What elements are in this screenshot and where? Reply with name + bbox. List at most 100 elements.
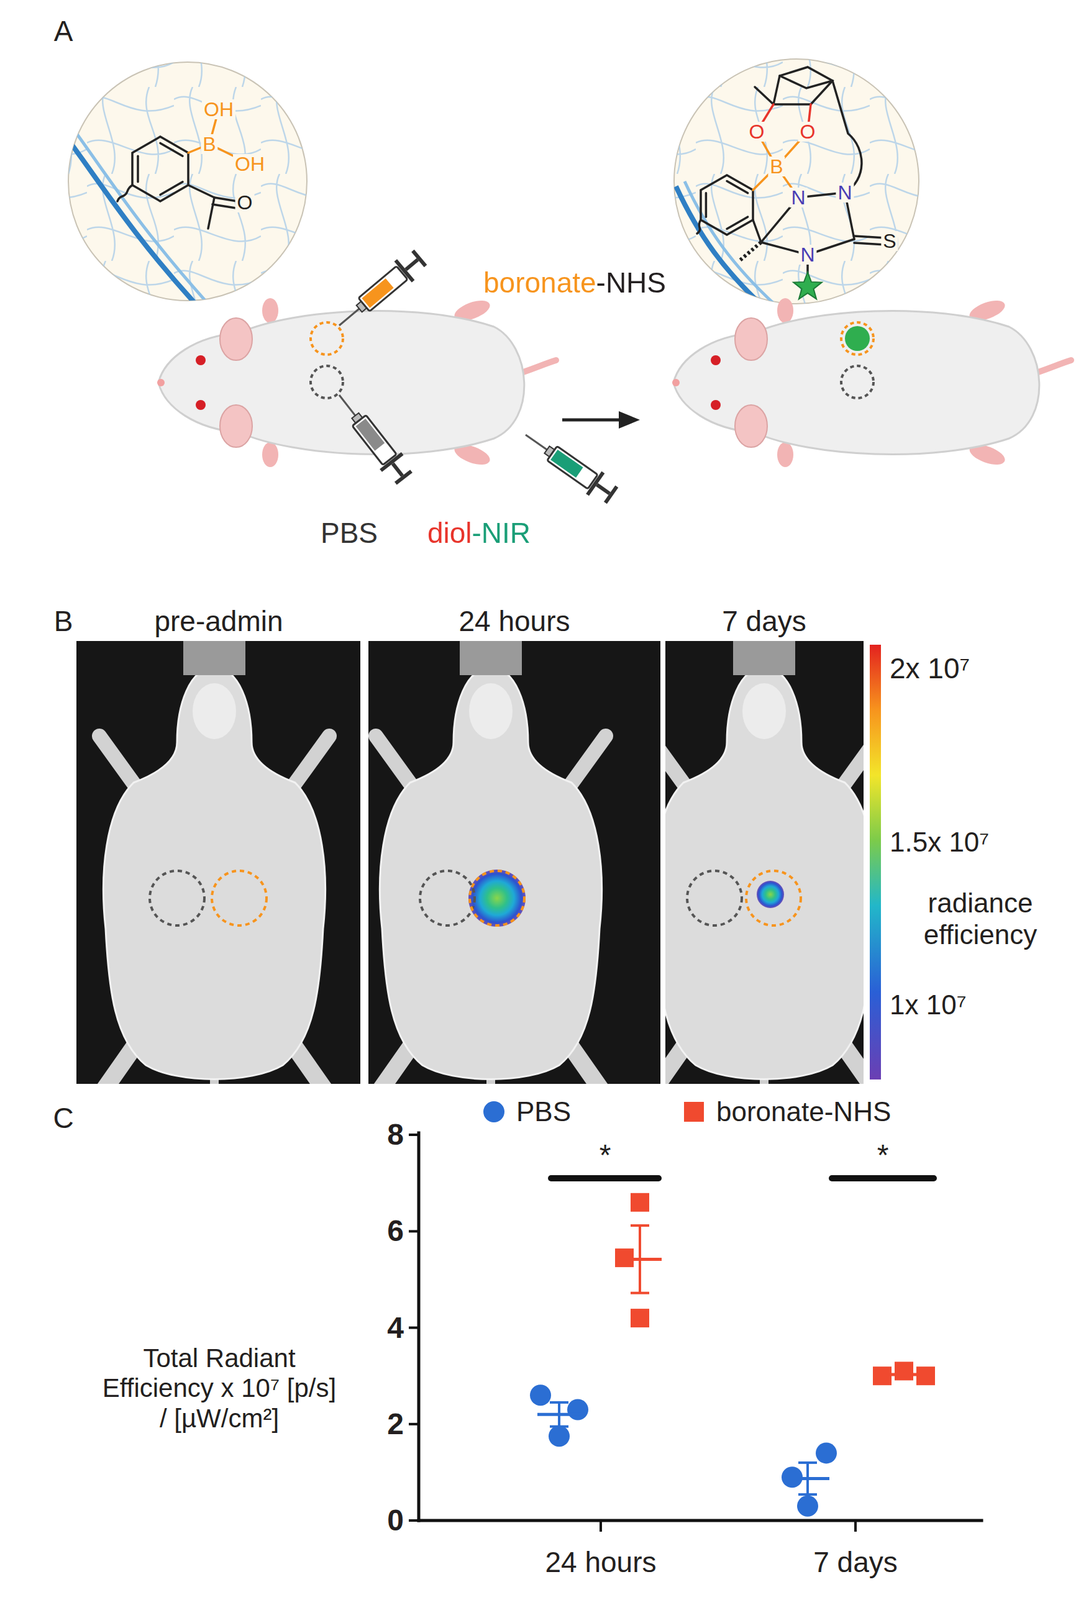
hydrogel-inset — [208, 197, 215, 229]
conjugate-inset — [726, 216, 749, 229]
atom-label: OH — [232, 154, 267, 174]
significance-star: * — [599, 1138, 612, 1173]
conjugate-inset — [773, 103, 811, 106]
hydrogel-inset — [62, 55, 317, 311]
conjugate-inset — [670, 55, 926, 311]
step-arrow — [618, 411, 640, 429]
injection-sites — [310, 365, 343, 399]
hydrogel-inset — [62, 55, 317, 311]
panel-letter: A — [54, 14, 74, 48]
mean-sem-bars — [537, 1225, 926, 1495]
ivis-image — [368, 641, 661, 1085]
conjugate-inset — [773, 67, 833, 105]
ivis-image — [756, 880, 785, 909]
mean-sem-bars — [537, 1402, 830, 1495]
ivis-image — [183, 641, 246, 676]
boronate-points — [894, 1361, 914, 1381]
pbs-points — [529, 1384, 552, 1406]
ivis-image — [419, 871, 475, 926]
chart-axes — [410, 1423, 419, 1426]
legend-item: boronate-NHS — [681, 1096, 891, 1128]
ivis-image — [733, 641, 796, 676]
hydrogel-inset — [188, 185, 215, 198]
atom-label: O — [798, 121, 818, 142]
conjugate-inset — [697, 219, 701, 234]
mean-sem-bars — [630, 1224, 650, 1227]
figure-art — [330, 246, 430, 337]
step-arrow — [562, 418, 622, 422]
atom-label: O — [747, 121, 767, 142]
hydrogel-inset — [117, 185, 133, 202]
reagent-label: diol-NIR — [427, 516, 531, 550]
atom-label: B — [767, 156, 785, 177]
ivis-image — [211, 871, 267, 926]
mean-sem-bars — [902, 1372, 906, 1378]
scale-title: radiance efficiency — [893, 887, 1068, 951]
tick-label: 8 — [387, 1117, 404, 1152]
atom-label: B — [200, 134, 218, 155]
chart-axes — [410, 1133, 419, 1137]
figure-art — [157, 296, 557, 470]
atom-label: O — [235, 192, 255, 213]
panel-letter: B — [54, 605, 74, 639]
tick-label: 24 hours — [544, 1546, 657, 1580]
injection-sites — [841, 322, 874, 355]
tick-label: 4 — [387, 1310, 404, 1346]
atom-label: S — [880, 231, 898, 251]
scale-value: 2x 10⁷ — [889, 652, 970, 686]
injection-sites — [310, 322, 874, 399]
hydrogel-inset — [160, 182, 183, 196]
ivis-image — [149, 871, 205, 926]
hydrogel-inset — [77, 134, 208, 304]
significance-bar — [551, 1175, 934, 1182]
significance-star: * — [877, 1138, 890, 1173]
timepoint-label: pre-admin — [154, 605, 283, 639]
fluorophore-star — [793, 272, 822, 299]
conjugate-inset — [700, 175, 753, 235]
chart-axes — [410, 1519, 419, 1523]
ivis-image — [746, 871, 801, 926]
scale-value: 1x 10⁷ — [889, 989, 967, 1022]
conjugate-inset — [739, 242, 762, 261]
boronate-points — [630, 1193, 650, 1213]
atom-label: N — [835, 182, 854, 203]
ivis-image — [468, 869, 526, 927]
atom-label: OH — [201, 99, 236, 120]
panel-letter: C — [52, 1102, 74, 1136]
marker-square — [684, 1102, 704, 1123]
step-arrow — [562, 411, 640, 429]
pbs-points — [548, 1425, 570, 1447]
reagent-label: boronate-NHS — [483, 266, 666, 300]
chart-axes — [410, 1327, 419, 1330]
mean-sem-bars — [557, 1402, 561, 1428]
mean-sem-bars — [806, 1463, 809, 1495]
color-scale-bar — [869, 644, 881, 1080]
conjugate-inset — [779, 75, 833, 89]
figure-art — [328, 386, 416, 488]
conjugate-inset — [752, 219, 762, 243]
figure-art — [672, 296, 1072, 470]
chart-axes — [418, 1519, 982, 1523]
chart-axes — [410, 1230, 419, 1233]
ivis-image — [99, 667, 330, 1085]
injection-sites — [844, 326, 870, 352]
hydrogel-inset — [68, 139, 199, 308]
mean-sem-bars — [549, 1425, 569, 1429]
hydrogel-inset — [136, 155, 140, 183]
chart-axes — [599, 1520, 603, 1531]
marker-circle — [483, 1101, 505, 1123]
boronate-points — [630, 1309, 650, 1328]
pbs-points — [797, 1496, 819, 1518]
significance-bar — [551, 1175, 659, 1182]
significance-bar — [831, 1175, 934, 1182]
mean-sem-bars — [549, 1401, 569, 1405]
boronate-points — [615, 1193, 936, 1386]
ivis-image — [687, 871, 742, 926]
ivis-image — [665, 667, 864, 1085]
scale-value: 1.5x 10⁷ — [889, 826, 990, 859]
conjugate-inset — [670, 55, 926, 311]
tick-label: 7 days — [813, 1546, 898, 1580]
hydrogel-inset — [62, 55, 317, 311]
tick-label: 6 — [387, 1214, 404, 1249]
ivis-image — [665, 641, 864, 1085]
